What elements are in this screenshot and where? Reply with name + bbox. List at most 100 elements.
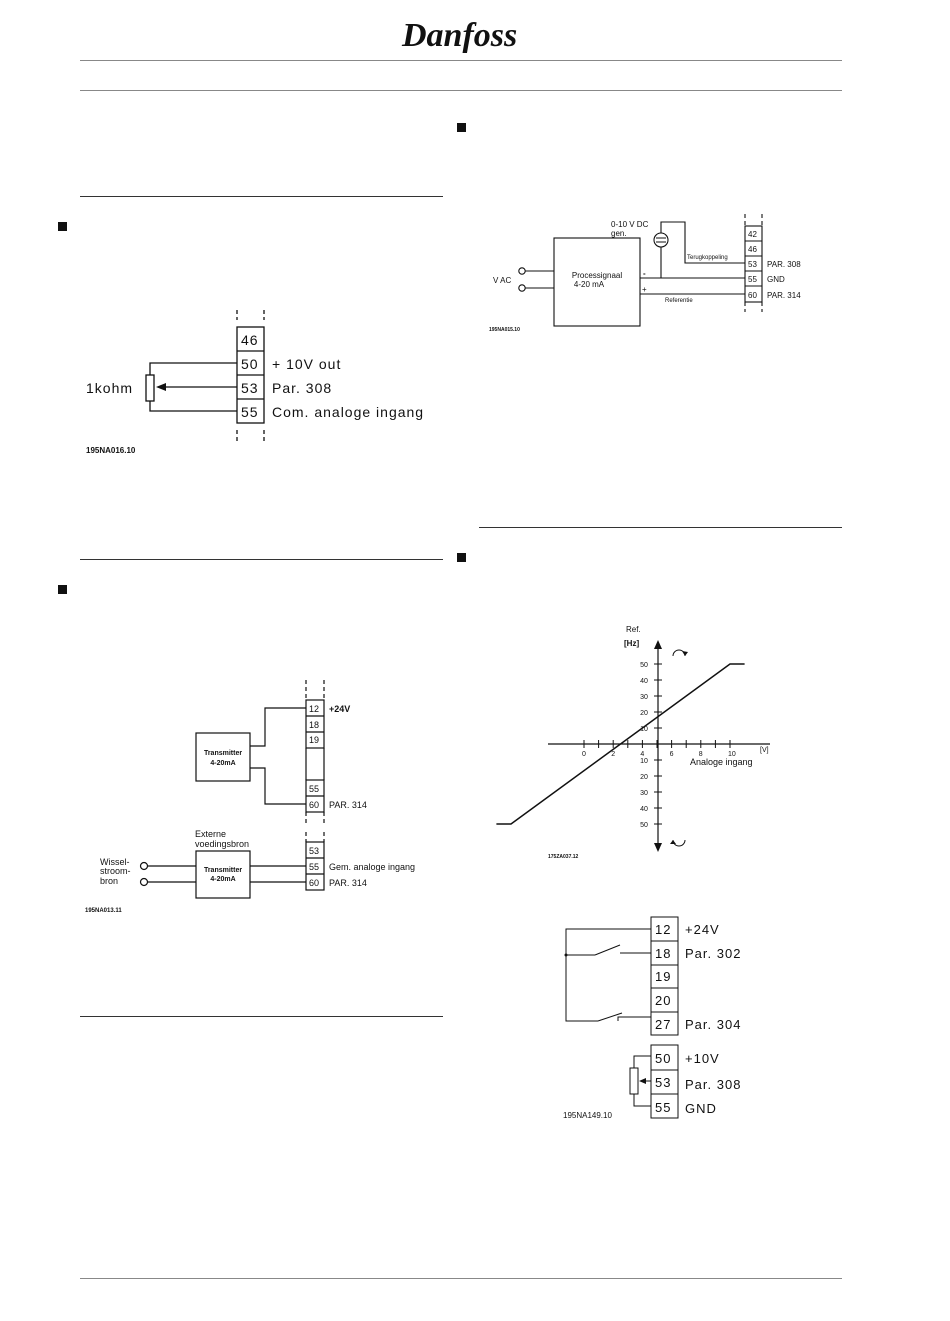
figure-code: 195NA016.10 [86, 446, 136, 455]
process-signal-diagram: 42 46 53 55 60 PAR. 308 GND PAR. 314 0-1… [489, 214, 801, 333]
terminal-12: 12 [309, 704, 319, 714]
label-par-302: Par. 302 [685, 946, 741, 961]
series-line [496, 663, 745, 825]
plus-sign: + [642, 285, 647, 294]
transmitter-label: Transmitter [204, 867, 242, 874]
switch-diagram: 12 18 19 20 27 +24V Par. 302 Par. 304 50… [563, 916, 741, 1120]
y-axis-arrow [654, 843, 662, 852]
terminal-50: 50 [655, 1051, 671, 1066]
label-wissel: Wissel- [100, 857, 130, 867]
terminal-60: 60 [748, 291, 757, 300]
terminal-53: 53 [241, 380, 259, 396]
y-tick-label: 50 [640, 822, 648, 829]
label-vac: V AC [493, 276, 511, 285]
logo-text: Danfoss [401, 17, 517, 54]
y-tick-label: 10 [640, 758, 648, 765]
y-tick-label: 30 [640, 790, 648, 797]
label-terugkoppeling: Terugkoppeling [687, 255, 728, 261]
terminal-60: 60 [309, 878, 319, 888]
terminal-53: 53 [748, 260, 757, 269]
chart-axes [548, 646, 770, 846]
terminal-55: 55 [241, 404, 259, 420]
section-rule-left-2 [80, 559, 443, 560]
section-rule-left-1 [80, 196, 443, 197]
danfoss-logo: Danfoss [401, 17, 517, 54]
y-tick-label: 50 [640, 662, 648, 669]
label-24v: +24V [685, 922, 720, 937]
label-10v-out: + 10V out [272, 356, 341, 372]
label-gnd: GND [767, 275, 785, 284]
label-24v: +24V [329, 704, 350, 714]
terminal-55: 55 [748, 275, 757, 284]
label-bron: bron [100, 876, 118, 886]
terminal-53: 53 [655, 1075, 671, 1090]
section-bullet [457, 123, 466, 132]
transmitter-range: 4-20mA [210, 876, 235, 883]
label-stroom: stroom- [100, 866, 131, 876]
figure-code: 195NA015.10 [489, 327, 520, 333]
x-axis-unit: [V] [760, 747, 769, 754]
potentiometer-diagram: 46 50 53 55 + 10V out Par. 308 Com. anal… [86, 310, 424, 455]
label-voedingsbron: voedingsbron [195, 839, 249, 849]
footer-rule [80, 1278, 842, 1279]
y-tick-label: 30 [640, 694, 648, 701]
label-1kohm: 1kohm [86, 380, 133, 396]
terminal-18: 18 [655, 946, 671, 961]
x-tick-label: 8 [699, 751, 703, 758]
label-par-314: PAR. 314 [329, 878, 367, 888]
terminal-12: 12 [655, 922, 671, 937]
section-rule-left-3 [80, 1016, 443, 1017]
reference-chart: Ref. [Hz] [V] Analoge ingang 175ZA037.12… [496, 625, 770, 860]
label-dc-gen: 0-10 V DC [611, 220, 649, 229]
label-externe: Externe [195, 829, 226, 839]
figure-code: 195NA013.11 [85, 908, 122, 914]
x-tick-label: 2 [611, 751, 615, 758]
terminal-55: 55 [655, 1100, 671, 1115]
label-par-314: PAR. 314 [767, 291, 801, 300]
y-tick-label: 10 [640, 726, 648, 733]
x-tick-label: 6 [670, 751, 674, 758]
y-tick-label: 40 [640, 806, 648, 813]
transmitter-label: Transmitter [204, 750, 242, 757]
terminal-46: 46 [241, 332, 259, 348]
figure-code: 195NA149.10 [563, 1111, 612, 1120]
transmitter-diagram: 12 18 19 55 60 +24V PAR. 314 53 55 60 Ge… [85, 680, 415, 914]
x-tick-label: 10 [728, 751, 736, 758]
label-par-308: Par. 308 [272, 380, 332, 396]
header-rule-top [80, 60, 842, 61]
header-rule-bottom [80, 90, 842, 91]
y-axis-arrow [654, 640, 662, 649]
label-referentie: Referentie [665, 298, 693, 304]
terminal-50: 50 [241, 356, 259, 372]
terminal-20: 20 [655, 993, 671, 1008]
section-rule-right-1 [479, 527, 842, 528]
rotation-arrows [672, 649, 686, 847]
figure-code: 175ZA037.12 [548, 854, 579, 860]
label-gnd: GND [685, 1101, 717, 1116]
terminal-19: 19 [309, 735, 319, 745]
terminal-55: 55 [309, 784, 319, 794]
label-par-304: Par. 304 [685, 1017, 741, 1032]
label-com-analoge: Com. analoge ingang [272, 404, 424, 420]
label-gem-analoge: Gem. analoge ingang [329, 862, 415, 872]
section-bullet [58, 585, 67, 594]
transmitter-range: 4-20mA [210, 760, 235, 767]
terminal-46: 46 [748, 245, 757, 254]
section-bullet [58, 222, 67, 231]
label-par-308: PAR. 308 [767, 260, 801, 269]
label-par-314: PAR. 314 [329, 800, 367, 810]
terminal-42: 42 [748, 230, 757, 239]
label-par-308: Par. 308 [685, 1077, 741, 1092]
label-gen: gen. [611, 229, 627, 238]
terminal-53: 53 [309, 846, 319, 856]
y-tick-label: 20 [640, 710, 648, 717]
terminal-18: 18 [309, 720, 319, 730]
label-10v: +10V [685, 1051, 720, 1066]
x-axis-label: Analoge ingang [690, 757, 753, 767]
terminal-19: 19 [655, 969, 671, 984]
terminal-55: 55 [309, 862, 319, 872]
x-tick-label: 4 [640, 751, 644, 758]
y-axis-unit: [Hz] [624, 639, 639, 648]
y-tick-label: 40 [640, 678, 648, 685]
process-box-label: Processignaal [572, 271, 622, 280]
